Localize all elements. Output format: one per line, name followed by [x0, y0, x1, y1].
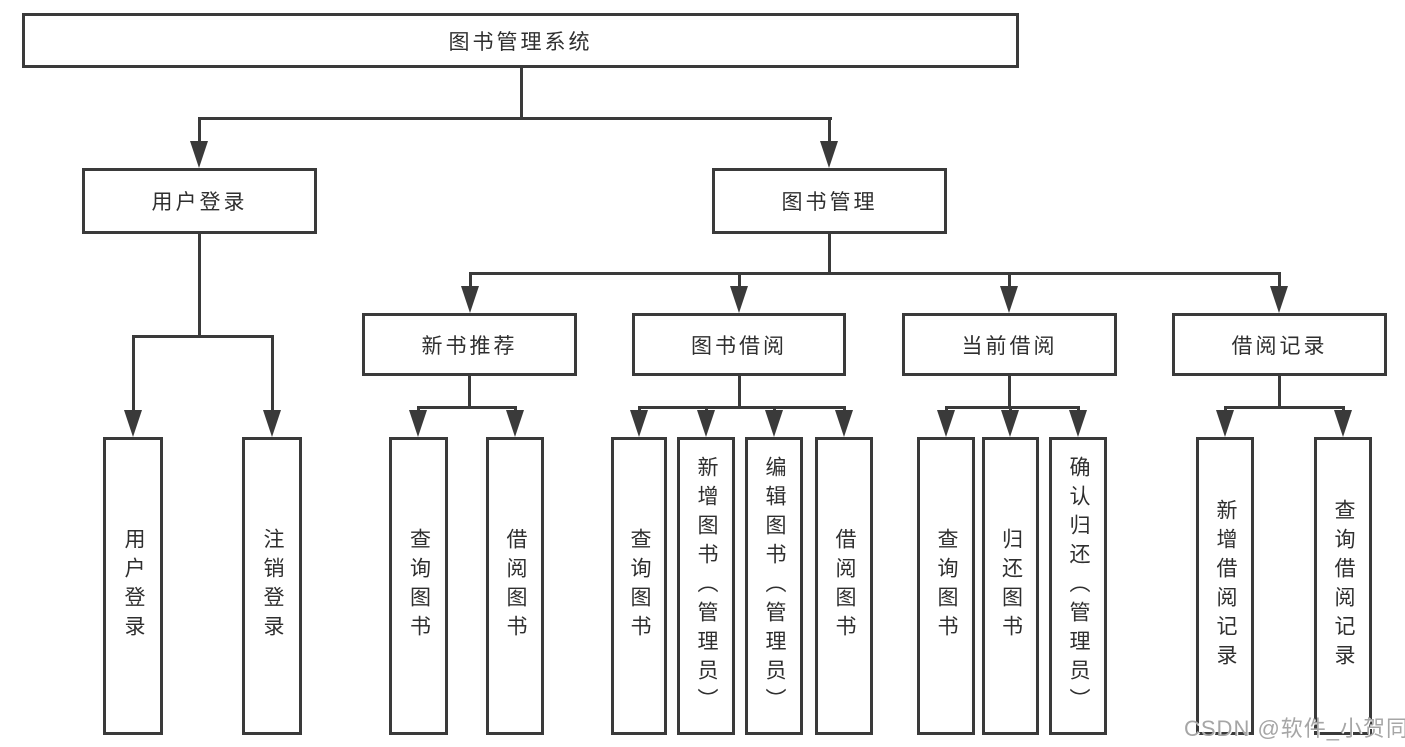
arrowhead-down-icon [1000, 286, 1018, 313]
add-borrow-record-leaf: 新增借阅记录 [1196, 437, 1254, 735]
arrowhead-down-icon [697, 410, 715, 437]
book-management-node: 图书管理 [712, 168, 947, 234]
connector-line [1278, 272, 1281, 288]
edit-books-admin-leaf: 编辑图书（管理员） [745, 437, 803, 735]
return-books-leaf: 归还图书 [982, 437, 1039, 735]
arrowhead-down-icon [1270, 286, 1288, 313]
connector-line [198, 234, 201, 338]
arrowhead-down-icon [765, 410, 783, 437]
arrowhead-down-icon [820, 141, 838, 168]
confirm-return-admin-leaf: 确认归还（管理员） [1049, 437, 1107, 735]
arrowhead-down-icon [263, 410, 281, 437]
connector-line [198, 117, 832, 120]
connector-line [469, 272, 1281, 275]
connector-line [1224, 406, 1344, 409]
connector-line [828, 234, 831, 275]
user-login-leaf: 用户登录 [103, 437, 163, 735]
user-login-node: 用户登录 [82, 168, 317, 234]
connector-line [1008, 376, 1011, 408]
arrowhead-down-icon [937, 410, 955, 437]
connector-line [417, 406, 517, 409]
add-books-admin-leaf: 新增图书（管理员） [677, 437, 735, 735]
arrowhead-down-icon [506, 410, 524, 437]
connector-line [1008, 272, 1011, 288]
connector-line [271, 335, 274, 413]
connector-line [198, 117, 201, 145]
arrowhead-down-icon [835, 410, 853, 437]
query-books-leaf-3: 查询图书 [917, 437, 975, 735]
connector-line [132, 335, 274, 338]
connector-line [1278, 376, 1281, 408]
arrowhead-down-icon [124, 410, 142, 437]
connector-line [520, 68, 523, 119]
watermark: CSDN @软件_小贺同学 [1184, 716, 1405, 741]
connector-line [738, 272, 741, 288]
query-borrow-record-leaf: 查询借阅记录 [1314, 437, 1372, 735]
current-borrowing-node: 当前借阅 [902, 313, 1117, 376]
connector-line [469, 272, 472, 288]
arrowhead-down-icon [190, 141, 208, 168]
arrowhead-down-icon [461, 286, 479, 313]
arrowhead-down-icon [409, 410, 427, 437]
connector-line [828, 117, 831, 145]
arrowhead-down-icon [1069, 410, 1087, 437]
connector-line [738, 376, 741, 408]
new-book-recommendation-node: 新书推荐 [362, 313, 577, 376]
borrow-books-leaf-2: 借阅图书 [815, 437, 873, 735]
arrowhead-down-icon [630, 410, 648, 437]
borrowing-records-node: 借阅记录 [1172, 313, 1387, 376]
connector-line [638, 406, 846, 409]
book-borrowing-node: 图书借阅 [632, 313, 846, 376]
system-root-node: 图书管理系统 [22, 13, 1019, 68]
logout-leaf: 注销登录 [242, 437, 302, 735]
arrowhead-down-icon [1334, 410, 1352, 437]
connector-line [945, 406, 1079, 409]
borrow-books-leaf-1: 借阅图书 [486, 437, 544, 735]
arrowhead-down-icon [1216, 410, 1234, 437]
query-books-leaf-1: 查询图书 [389, 437, 448, 735]
query-books-leaf-2: 查询图书 [611, 437, 667, 735]
connector-line [468, 376, 471, 408]
connector-line [132, 335, 135, 413]
arrowhead-down-icon [1001, 410, 1019, 437]
arrowhead-down-icon [730, 286, 748, 313]
